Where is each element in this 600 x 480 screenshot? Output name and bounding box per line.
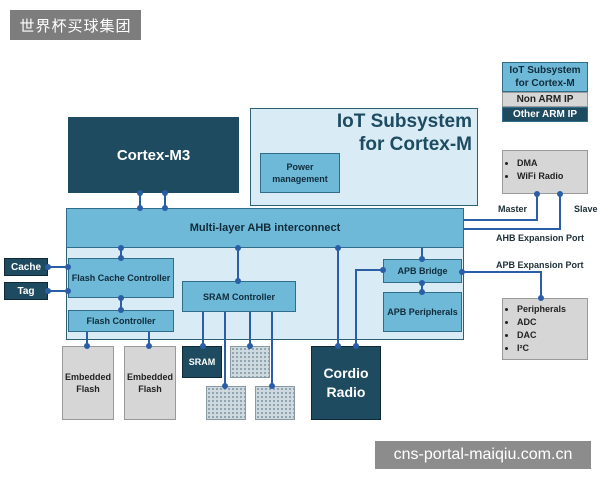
ahb-interconnect-block: Multi-layer AHB interconnect <box>66 208 464 248</box>
sram-block: SRAM <box>182 346 222 378</box>
master-port-label: Master <box>498 204 528 214</box>
peripherals-item: Peripherals <box>517 303 587 316</box>
legend-iot-line2: for Cortex-M <box>515 78 575 89</box>
power-label-line1: Power <box>286 162 314 172</box>
cortex-m3-block: Cortex-M3 <box>68 117 239 193</box>
wire-cordio-apb <box>355 269 383 346</box>
watermark-top: 世界杯买球集团 <box>10 10 141 40</box>
iot-subsystem-title-line1: IoT Subsystem <box>336 111 472 132</box>
legend-non-arm-ip: Non ARM IP <box>502 92 588 107</box>
slave-port-label: Slave <box>574 204 598 214</box>
peripherals-box: Peripherals ADC DAC I²C <box>502 298 588 360</box>
apb-expansion-port-label: APB Expansion Port <box>496 260 584 270</box>
wire-slave-port <box>464 194 561 230</box>
iot-subsystem-title-line2: for Cortex-M <box>359 134 472 155</box>
cache-block: Cache <box>4 258 48 276</box>
apb-bridge-block: APB Bridge <box>383 259 462 283</box>
legend-iot-line1: IoT Subsystem <box>509 65 581 76</box>
embedded-flash-2-line1: Embedded <box>126 372 173 382</box>
flash-cache-controller-block: Flash Cache Controller <box>68 258 174 298</box>
dac-item: DAC <box>517 329 587 342</box>
embedded-flash-1-line1: Embedded <box>64 372 111 382</box>
memory-block-hatched-1 <box>230 346 270 378</box>
wifi-radio-item: WiFi Radio <box>517 170 587 183</box>
cordio-radio-block: Cordio Radio <box>311 346 381 420</box>
dma-item: DMA <box>517 157 587 170</box>
cordio-line2: Radio <box>326 384 366 400</box>
embedded-flash-1: Embedded Flash <box>62 346 114 420</box>
iot-subsystem-title: IoT Subsystem for Cortex-M <box>300 110 472 156</box>
apb-peripherals-block: APB Peripherals <box>383 292 462 332</box>
watermark-bottom: cns-portal-maiqiu.com.cn <box>375 441 591 469</box>
embedded-flash-2: Embedded Flash <box>124 346 176 420</box>
wire-master-port <box>464 194 538 221</box>
sram-controller-block: SRAM Controller <box>182 281 296 312</box>
wire-apb-expansion <box>462 271 542 298</box>
memory-block-hatched-2 <box>206 386 246 420</box>
embedded-flash-2-line2: Flash <box>138 384 162 394</box>
cordio-line1: Cordio <box>323 365 369 381</box>
i2c-item: I²C <box>517 342 587 355</box>
embedded-flash-1-line2: Flash <box>76 384 100 394</box>
power-management-block: Power management <box>260 153 340 193</box>
power-label-line2: management <box>272 174 328 184</box>
legend: IoT Subsystem for Cortex-M Non ARM IP Ot… <box>502 62 588 122</box>
adc-item: ADC <box>517 316 587 329</box>
legend-iot-subsystem: IoT Subsystem for Cortex-M <box>502 62 588 92</box>
legend-other-arm-ip: Other ARM IP <box>502 107 588 122</box>
dma-wifi-box: DMA WiFi Radio <box>502 150 588 194</box>
ahb-expansion-port-label: AHB Expansion Port <box>496 233 585 243</box>
memory-block-hatched-3 <box>255 386 295 420</box>
